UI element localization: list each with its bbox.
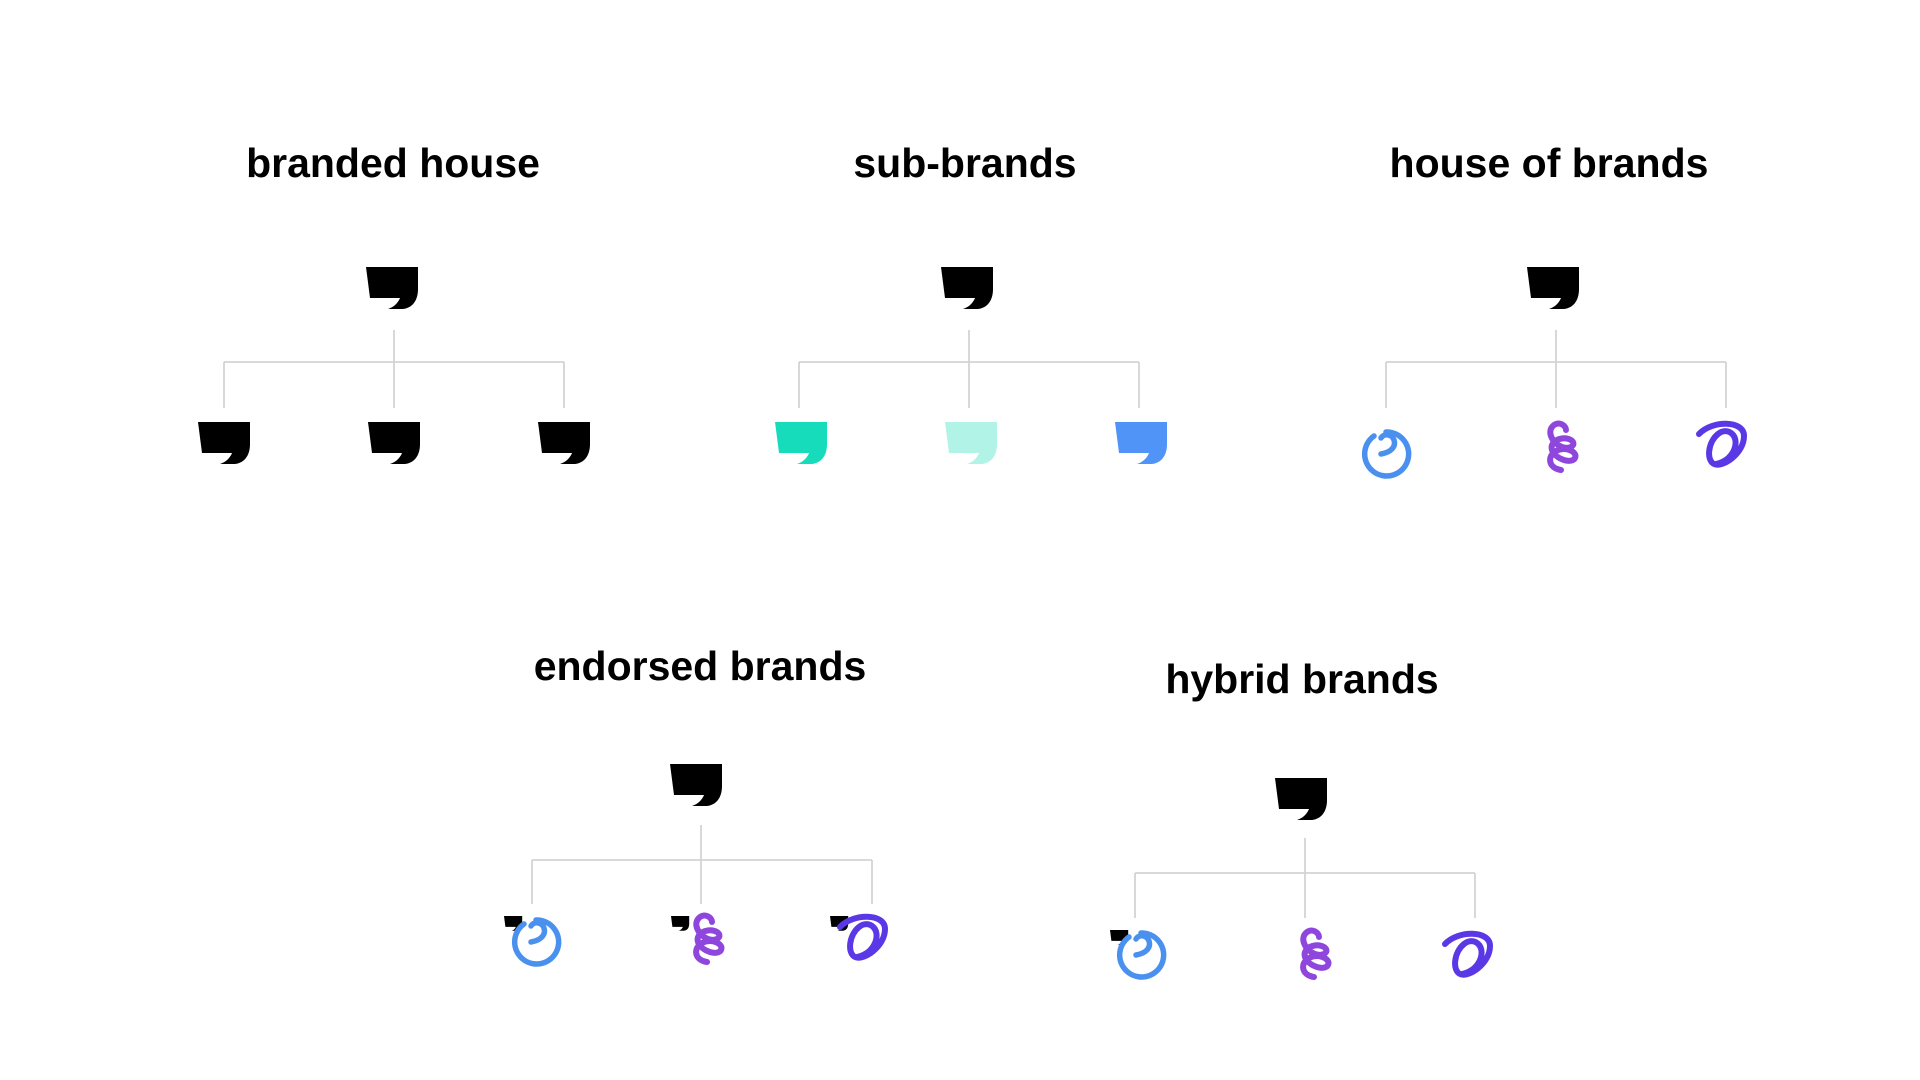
hierarchy-connector [798, 330, 1140, 408]
master-brand-mark-icon [366, 267, 418, 309]
architecture-sub-brands: sub-brands [775, 140, 1167, 464]
master-brand-mark-icon [368, 422, 420, 464]
master-brand-mark-icon [1527, 267, 1579, 309]
master-brand-mark-icon [538, 422, 590, 464]
title-house-of-brands: house of brands [1390, 140, 1709, 186]
hierarchy-connector [223, 330, 565, 408]
squiggle-logo-icon [1547, 420, 1579, 473]
loop-logo-icon [1696, 420, 1747, 468]
master-brand-mark-icon [1275, 778, 1327, 820]
hierarchy-connector [1385, 330, 1727, 408]
title-hybrid-brands: hybrid brands [1165, 656, 1438, 702]
loop-logo-icon [837, 913, 888, 961]
mint-brand-mark-icon [945, 422, 997, 464]
hierarchy-connector [531, 825, 873, 904]
circle-swirl-logo-icon [1361, 429, 1412, 479]
endorser-mark-icon [671, 916, 690, 931]
squiggle-logo-icon [693, 912, 725, 965]
master-brand-mark-icon [670, 764, 722, 806]
title-endorsed-brands: endorsed brands [534, 643, 867, 689]
circle-swirl-logo-icon [511, 917, 562, 967]
circle-swirl-logo-icon [1116, 930, 1167, 980]
blue-brand-mark-icon [1115, 422, 1167, 464]
architecture-hybrid-brands: hybrid brands [1110, 656, 1493, 980]
hierarchy-connector [1134, 838, 1476, 918]
master-brand-mark-icon [941, 267, 993, 309]
architecture-branded-house: branded house [198, 140, 590, 464]
architecture-endorsed-brands: endorsed brands [504, 643, 888, 967]
title-branded-house: branded house [246, 140, 540, 186]
teal-brand-mark-icon [775, 422, 827, 464]
loop-logo-icon [1442, 930, 1493, 978]
title-sub-brands: sub-brands [853, 140, 1076, 186]
architecture-house-of-brands: house of brands [1361, 140, 1747, 479]
master-brand-mark-icon [198, 422, 250, 464]
squiggle-logo-icon [1300, 927, 1332, 980]
